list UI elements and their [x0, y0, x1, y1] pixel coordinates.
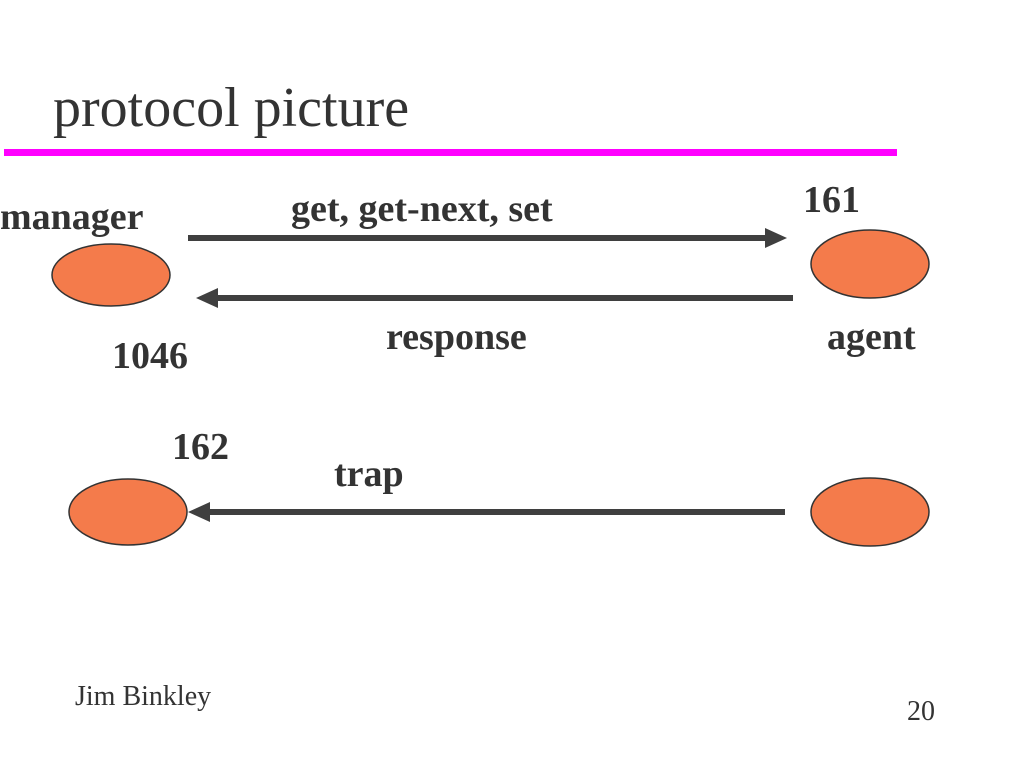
title-underline: [4, 149, 897, 156]
manager-node-top: [51, 243, 171, 307]
page-number: 20: [907, 696, 935, 727]
request-messages-label: get, get-next, set: [291, 188, 553, 230]
footer-author: Jim Binkley: [75, 681, 212, 712]
agent-label: agent: [827, 316, 916, 358]
request-arrow: [188, 228, 787, 248]
agent-node-top: [810, 229, 930, 299]
port-161-label: 161: [803, 179, 860, 221]
port-1046-label: 1046: [112, 335, 188, 377]
agent-node-bottom: [810, 477, 930, 547]
manager-label: manager: [0, 196, 144, 238]
response-label: response: [386, 316, 527, 358]
trap-arrow: [188, 502, 785, 522]
slide-title: protocol picture: [53, 77, 410, 139]
trap-label: trap: [334, 453, 404, 495]
response-arrow: [196, 288, 793, 308]
manager-node-bottom: [68, 478, 188, 546]
port-162-label: 162: [172, 426, 229, 468]
